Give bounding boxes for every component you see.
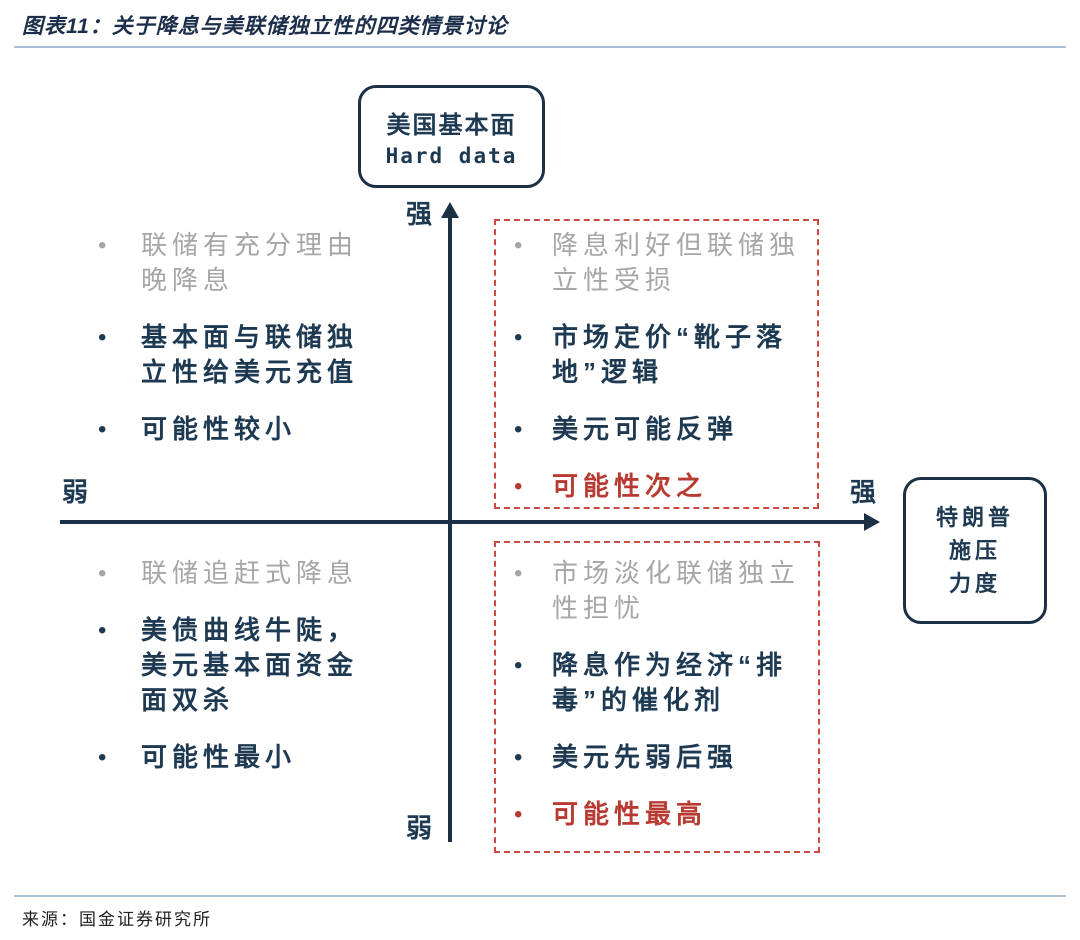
quadrant-top-left: • 联储有充分理由晚降息 • 基本面与联储独立性给美元充值 • 可能性较小	[92, 228, 382, 469]
vertical-axis-title-en: Hard data	[385, 144, 518, 168]
quadrant-bottom-left: • 联储追赶式降息 • 美债曲线牛陡，美元基本面资金面双杀 • 可能性最小	[92, 556, 382, 797]
list-item-text: 可能性最高	[552, 799, 708, 829]
bullet-icon: •	[514, 416, 523, 443]
vertical-axis-weak-label: 弱	[406, 813, 433, 843]
vertical-axis-title-cn: 美国基本面	[386, 112, 517, 139]
figure-source: 来源：国金证券研究所	[22, 910, 212, 929]
up-arrow-icon	[441, 202, 459, 218]
horizontal-axis-strong-label: 强	[850, 477, 877, 507]
bullet-icon: •	[514, 801, 523, 828]
bullet-icon: •	[514, 652, 523, 679]
bullet-icon: •	[98, 324, 107, 351]
horizontal-axis-title-line3: 力度	[948, 571, 1001, 596]
list-item-text: 美债曲线牛陡，美元基本面资金面双杀	[141, 615, 359, 715]
title-separator-line	[14, 46, 1066, 48]
figure-title: 图表11：关于降息与美联储独立性的四类情景讨论	[22, 15, 508, 38]
bullet-icon: •	[98, 232, 107, 259]
vertical-axis-line	[448, 216, 452, 842]
source-separator-line	[14, 895, 1066, 897]
list-item: • 可能性最高	[510, 797, 810, 832]
list-item: • 市场定价“靴子落地”逻辑	[510, 320, 810, 390]
list-item-text: 联储追赶式降息	[141, 558, 359, 588]
list-item-text: 可能性最小	[141, 742, 297, 772]
list-item: • 基本面与联储独立性给美元充值	[92, 320, 382, 390]
list-item: • 可能性较小	[92, 412, 382, 447]
list-item-text: 市场定价“靴子落地”逻辑	[552, 322, 788, 387]
list-item: • 联储有充分理由晚降息	[92, 228, 382, 298]
list-item-text: 联储有充分理由晚降息	[141, 230, 359, 295]
bullet-icon: •	[98, 617, 107, 644]
bullet-icon: •	[514, 473, 523, 500]
bullet-icon: •	[514, 232, 523, 259]
list-item: • 可能性次之	[510, 469, 810, 504]
horizontal-axis-title-line2: 施压	[948, 538, 1001, 563]
horizontal-axis-weak-label: 弱	[62, 477, 89, 507]
bullet-icon: •	[98, 744, 107, 771]
quadrant-bottom-right: • 市场淡化联储独立性担忧 • 降息作为经济“排毒”的催化剂 • 美元先弱后强 …	[510, 556, 810, 854]
bullet-icon: •	[98, 416, 107, 443]
list-item: • 降息利好但联储独立性受损	[510, 228, 810, 298]
list-item-text: 降息利好但联储独立性受损	[552, 230, 801, 295]
top-right-scenario-highlight-box	[494, 219, 819, 509]
list-item: • 可能性最小	[92, 740, 382, 775]
quadrant-top-right: • 降息利好但联储独立性受损 • 市场定价“靴子落地”逻辑 • 美元可能反弹 •…	[510, 228, 810, 526]
horizontal-axis-line	[60, 520, 866, 524]
bullet-icon: •	[514, 324, 523, 351]
list-item: • 美元先弱后强	[510, 740, 810, 775]
bullet-icon: •	[514, 560, 523, 587]
list-item-text: 美元可能反弹	[552, 414, 739, 444]
list-item-text: 可能性次之	[552, 471, 708, 501]
right-arrow-icon	[864, 513, 880, 531]
vertical-axis-strong-label: 强	[406, 199, 433, 229]
list-item: • 联储追赶式降息	[92, 556, 382, 591]
list-item-text: 基本面与联储独立性给美元充值	[141, 322, 359, 387]
list-item-text: 市场淡化联储独立性担忧	[552, 558, 801, 623]
bullet-icon: •	[514, 744, 523, 771]
list-item: • 市场淡化联储独立性担忧	[510, 556, 810, 626]
list-item-text: 美元先弱后强	[552, 742, 739, 772]
list-item: • 降息作为经济“排毒”的催化剂	[510, 648, 810, 718]
list-item: • 美债曲线牛陡，美元基本面资金面双杀	[92, 613, 382, 718]
horizontal-axis-title-box: 特朗普 施压 力度	[903, 477, 1047, 624]
list-item-text: 可能性较小	[141, 414, 297, 444]
list-item-text: 降息作为经济“排毒”的催化剂	[552, 650, 788, 715]
vertical-axis-title-box: 美国基本面 Hard data	[358, 85, 545, 188]
horizontal-axis-title-line1: 特朗普	[935, 505, 1014, 530]
bullet-icon: •	[98, 560, 107, 587]
list-item: • 美元可能反弹	[510, 412, 810, 447]
bottom-right-scenario-highlight-box	[494, 541, 820, 853]
